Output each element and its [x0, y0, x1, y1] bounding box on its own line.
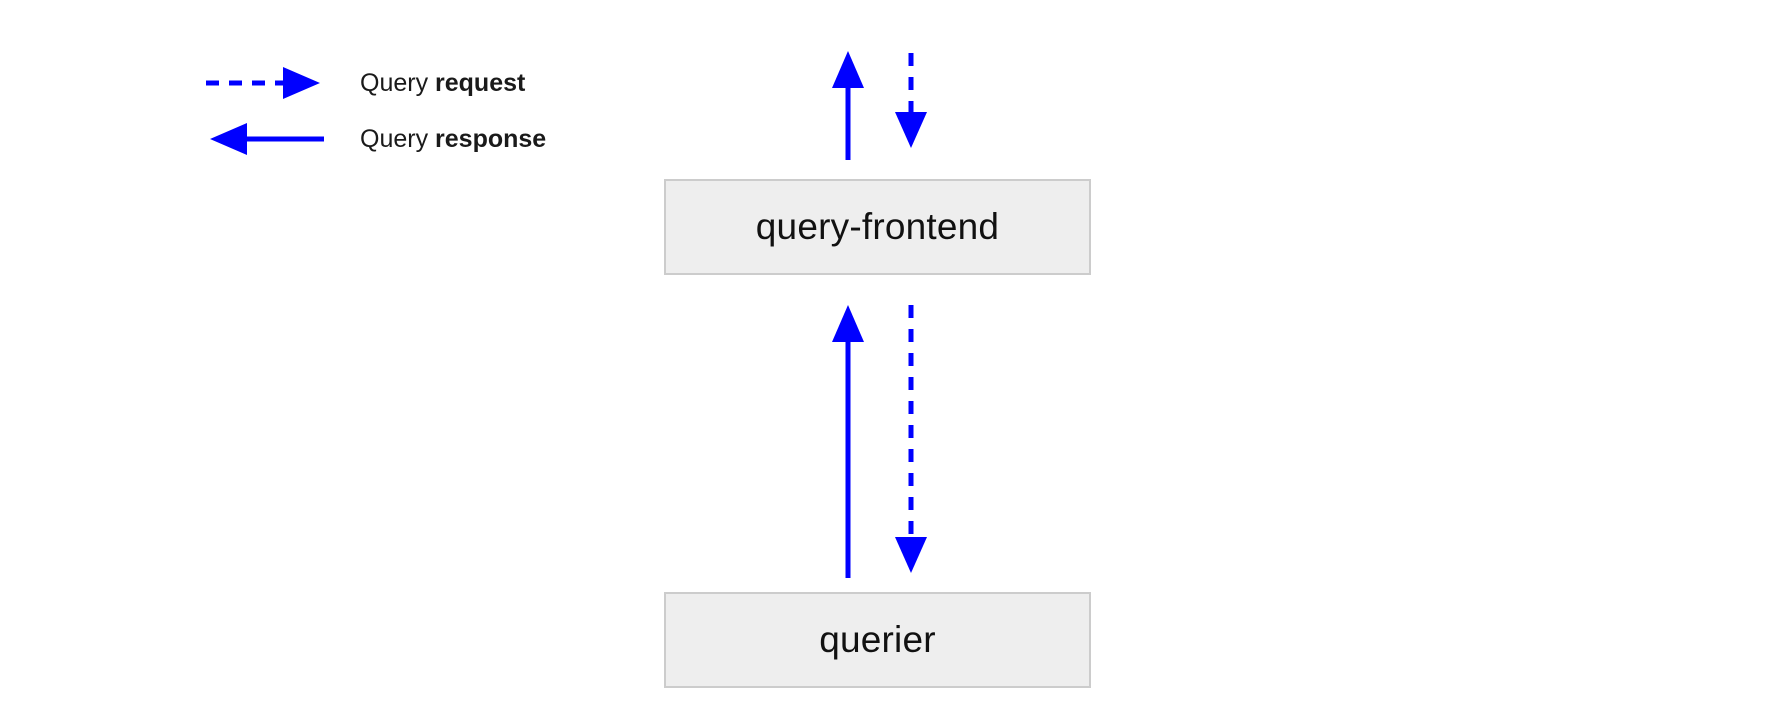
dashed-right-arrow-icon: [205, 55, 325, 111]
node-label-query-frontend: query-frontend: [755, 206, 1000, 247]
node-query-frontend[interactable]: query-frontend: [664, 179, 1091, 275]
edge-querier-request: [895, 305, 927, 573]
legend-strong-text: response: [435, 125, 547, 153]
legend-lead-text: Query: [360, 69, 436, 97]
edge-inbound-request-top: [895, 53, 927, 148]
legend-label-query-request: Query request: [360, 55, 525, 111]
legend: Query request Query response: [205, 55, 625, 167]
legend-strong-text: request: [435, 69, 526, 97]
edge-inbound-response-top: [832, 51, 864, 160]
node-label-querier: querier: [819, 619, 936, 660]
solid-left-arrow-icon: [205, 111, 325, 167]
legend-label-query-response: Query response: [360, 111, 546, 167]
legend-item-query-response: Query response: [205, 111, 625, 167]
legend-lead-text: Query: [360, 125, 436, 153]
node-querier[interactable]: querier: [664, 592, 1091, 688]
legend-item-query-request: Query request: [205, 55, 625, 111]
edge-querier-response: [832, 305, 864, 578]
